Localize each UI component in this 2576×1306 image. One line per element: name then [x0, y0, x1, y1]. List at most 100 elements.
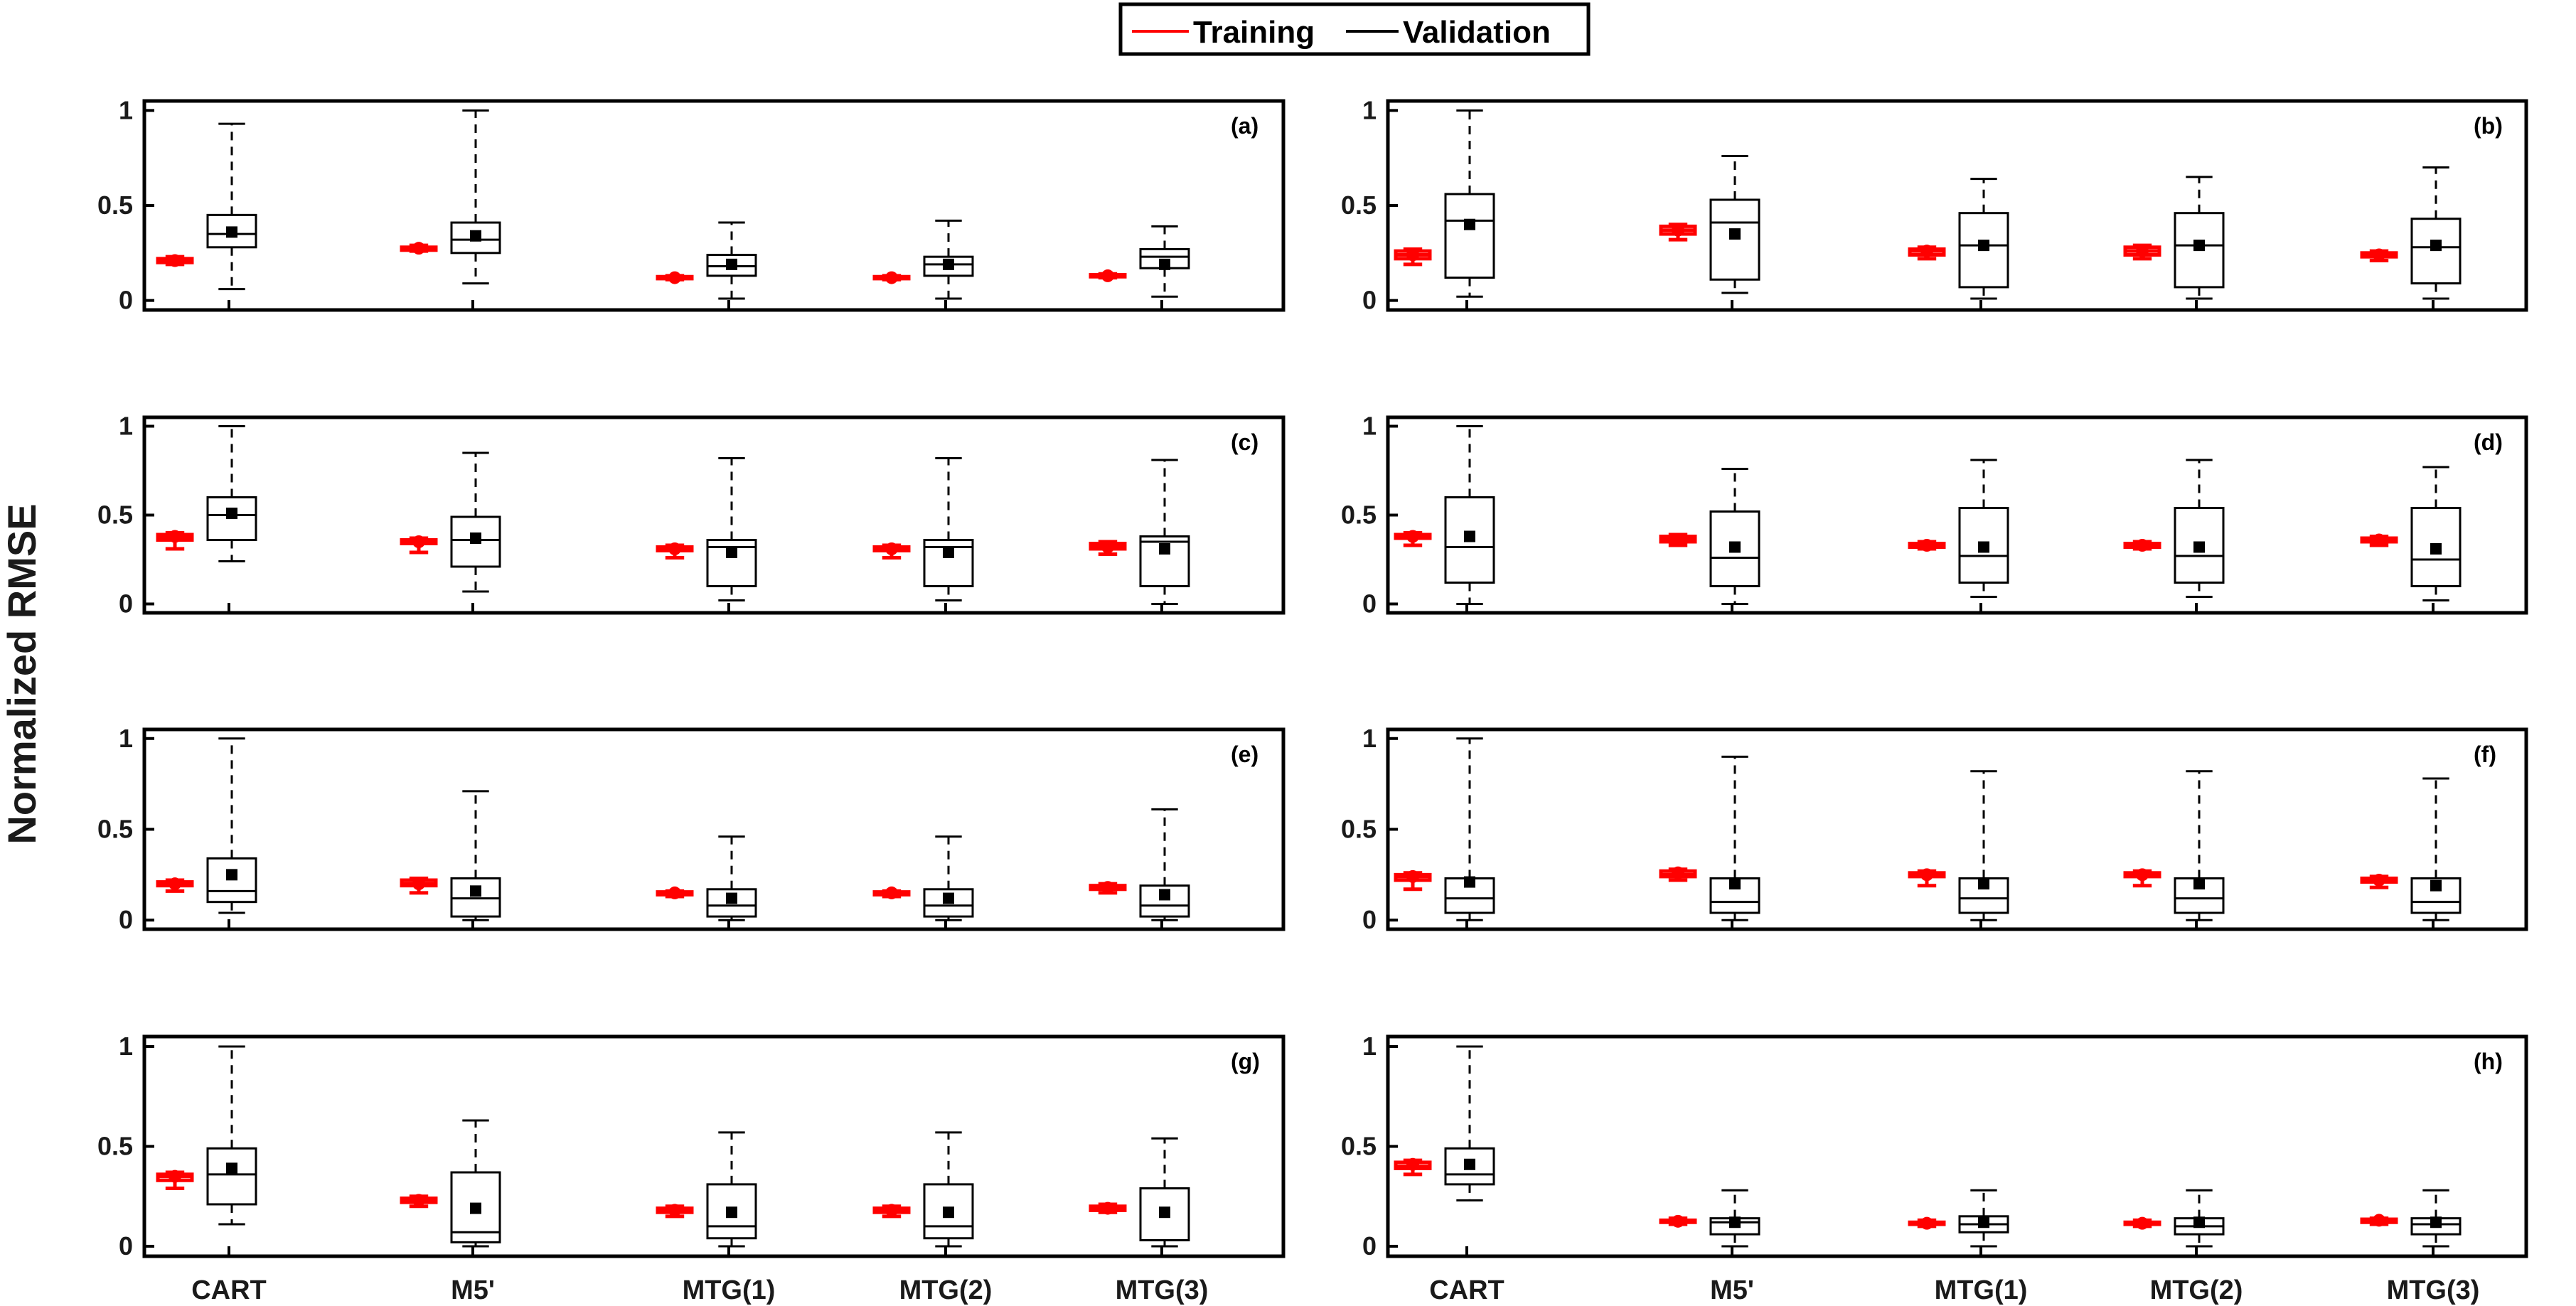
training-mean-point [885, 1204, 898, 1217]
legend-training-label: Training [1193, 15, 1315, 50]
validation-box [1958, 459, 2009, 598]
training-box [1394, 247, 1432, 267]
validation-box [2174, 1189, 2225, 1248]
training-mean-point [169, 877, 181, 891]
y-axis-label: Normalized RMSE [0, 503, 44, 844]
panel-label: (f) [2474, 742, 2496, 767]
validation-box [2410, 1189, 2462, 1248]
validation-mean-point [2193, 1216, 2205, 1229]
validation-mean-point [1159, 543, 1170, 555]
training-box [156, 877, 194, 893]
training-mean-point [2136, 245, 2149, 258]
category-label: CART [191, 1275, 267, 1305]
validation-box [1709, 155, 1760, 294]
training-box [1908, 868, 1946, 888]
training-mean-point [1920, 245, 1933, 258]
validation-mean-point [470, 885, 481, 897]
validation-mean-point [470, 532, 481, 544]
validation-box [1709, 1189, 1760, 1248]
y-tick-label: 0.5 [97, 815, 133, 844]
y-tick-label: 0.5 [1341, 191, 1377, 220]
validation-box [1709, 468, 1760, 605]
training-box [1908, 539, 1946, 552]
training-box [1089, 881, 1127, 895]
validation-box [1444, 1045, 1495, 1201]
training-box [2360, 248, 2398, 263]
validation-box [2410, 466, 2462, 601]
validation-box [706, 835, 757, 921]
validation-box [1958, 1189, 2009, 1248]
validation-mean-point [2430, 879, 2442, 892]
validation-box [706, 1131, 757, 1248]
category-label: MTG(2) [2150, 1275, 2243, 1305]
validation-box [923, 219, 974, 300]
training-mean-point [1672, 1214, 1684, 1228]
y-tick-label: 0 [1362, 286, 1377, 315]
validation-mean-point [943, 1206, 954, 1219]
validation-box [206, 425, 257, 562]
y-tick-label: 0 [119, 905, 133, 934]
panel-label: (h) [2474, 1049, 2503, 1074]
validation-box [206, 122, 257, 291]
validation-mean-point [226, 226, 237, 238]
validation-mean-point [2193, 541, 2205, 553]
validation-mean-point [943, 258, 954, 270]
training-box [2360, 1214, 2398, 1227]
panel-label: (a) [1231, 113, 1258, 139]
validation-box [2174, 176, 2225, 300]
training-mean-point [1101, 540, 1114, 554]
validation-iqr [2410, 218, 2462, 285]
training-mean-point [2373, 248, 2385, 262]
training-box [400, 876, 438, 895]
y-tick-label: 1 [1362, 1032, 1377, 1061]
validation-iqr [1709, 198, 1760, 281]
training-box [400, 242, 438, 255]
y-tick-label: 0.5 [97, 191, 133, 220]
validation-mean-point [1464, 218, 1475, 230]
validation-mean-point [2193, 878, 2205, 890]
plot-frame [1386, 727, 2528, 931]
panel-label: (e) [1231, 742, 1258, 767]
training-box [2360, 874, 2398, 889]
training-box [1659, 532, 1697, 547]
validation-iqr [1444, 496, 1495, 584]
validation-mean-point [1464, 530, 1475, 542]
training-mean-point [885, 886, 898, 899]
training-mean-point [885, 542, 898, 555]
validation-mean-point [226, 508, 237, 519]
validation-box [923, 457, 974, 601]
category-label: M5' [1710, 1275, 1754, 1305]
validation-mean-point [943, 892, 954, 904]
validation-box [450, 109, 501, 285]
validation-mean-point [726, 892, 737, 904]
validation-box [206, 737, 257, 914]
panel-c: 00.51(c) [97, 412, 1286, 619]
category-label: M5' [451, 1275, 495, 1305]
training-mean-point [2136, 1216, 2149, 1230]
validation-mean-point [2193, 240, 2205, 252]
training-mean-point [1672, 223, 1684, 237]
training-box [1908, 245, 1946, 261]
panel-label: (b) [2474, 113, 2503, 139]
training-mean-point [2373, 874, 2385, 887]
training-mean-point [1406, 1157, 1419, 1171]
validation-mean-point [2430, 240, 2442, 252]
validation-box [2174, 770, 2225, 921]
validation-iqr [2410, 877, 2462, 914]
training-mean-point [1672, 866, 1684, 879]
legend: Training Validation [1118, 2, 1591, 56]
training-box [872, 271, 911, 284]
validation-box [923, 1131, 974, 1248]
training-mean-point [1101, 1201, 1114, 1215]
validation-box [450, 790, 501, 921]
validation-mean-point [1978, 240, 1989, 252]
validation-mean-point [726, 547, 737, 558]
training-box [2123, 539, 2161, 552]
category-label: MTG(1) [683, 1275, 776, 1305]
validation-mean-point [1978, 541, 1989, 553]
validation-iqr [1444, 193, 1495, 279]
y-tick-label: 0.5 [1341, 1132, 1377, 1161]
validation-mean-point [1464, 1158, 1475, 1170]
training-box [400, 1194, 438, 1209]
